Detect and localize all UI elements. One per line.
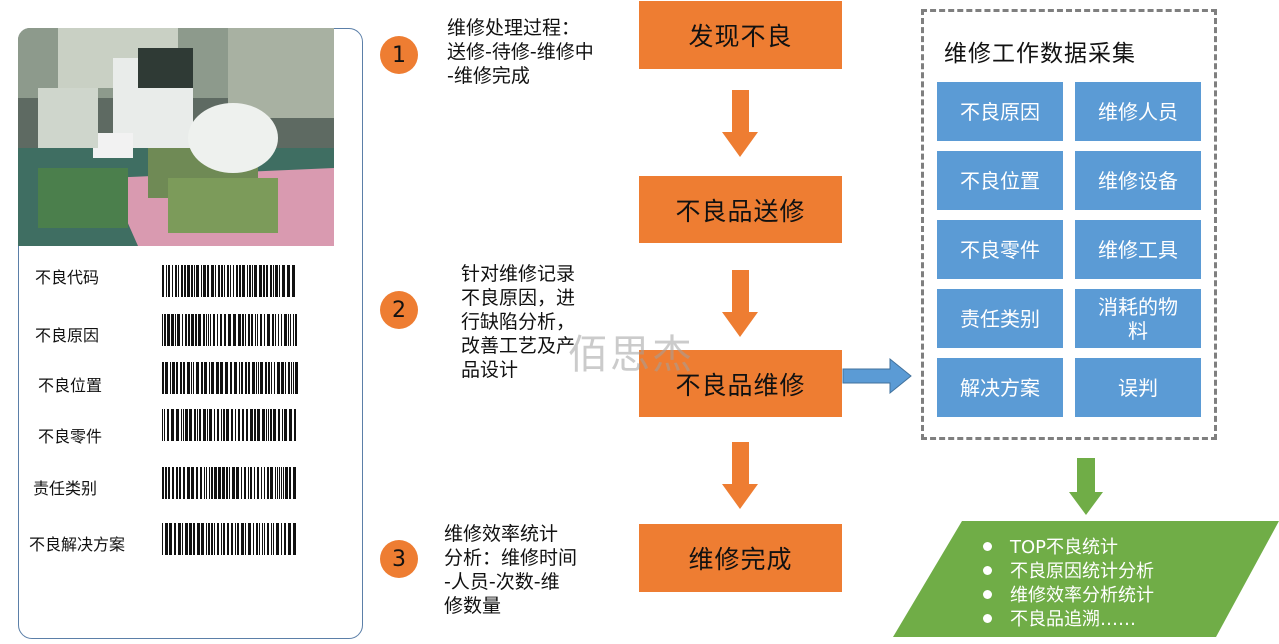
collect-cell-defect-position: 不良位置 [936, 150, 1064, 211]
flow-box-repair-done: 维修完成 [639, 524, 842, 592]
barcode-icon [162, 265, 295, 297]
barcode-icon [162, 523, 296, 555]
result-item-text: 不良原因统计分析 [1010, 561, 1154, 582]
watermark: 佰思杰 [568, 332, 694, 378]
code-label-defect-position: 不良位置 [38, 376, 103, 395]
collect-cell-repair-tools: 维修工具 [1074, 219, 1202, 280]
barcode-icon [162, 314, 297, 346]
bullet-icon [983, 541, 992, 551]
factory-photo [18, 28, 334, 246]
arrow-down-icon [1069, 458, 1103, 515]
result-item-text: 维修效率分析统计 [1010, 585, 1154, 606]
result-item: 维修效率分析统计 [983, 581, 1154, 607]
arrow-right-icon [842, 357, 912, 395]
step-1-text: 维修处理过程： 送修-待修-维修中 -维修完成 [447, 17, 594, 87]
collect-cell-repair-staff: 维修人员 [1074, 81, 1202, 142]
result-item-text: 不良品追溯…… [1010, 609, 1136, 630]
bullet-icon [983, 613, 992, 623]
code-label-solution: 不良解决方案 [29, 535, 126, 554]
result-item: TOP不良统计 [983, 533, 1118, 559]
result-item: 不良原因统计分析 [983, 557, 1154, 583]
step-1-circle: 1 [380, 36, 418, 74]
code-label-defect-code: 不良代码 [35, 268, 100, 287]
code-label-defect-reason: 不良原因 [35, 326, 100, 345]
data-collection-title: 维修工作数据采集 [944, 41, 1136, 67]
collect-cell-responsibility: 责任类别 [936, 288, 1064, 349]
collect-cell-defect-part: 不良零件 [936, 219, 1064, 280]
bullet-icon [983, 565, 992, 575]
bullet-icon [983, 589, 992, 599]
step-2-circle: 2 [380, 291, 418, 329]
collect-cell-misjudgment: 误判 [1074, 357, 1202, 418]
collect-cell-repair-equipment: 维修设备 [1074, 150, 1202, 211]
barcode-icon [162, 467, 296, 499]
collect-cell-consumables: 消耗的物 料 [1074, 288, 1202, 349]
flow-box-send-repair: 不良品送修 [639, 176, 842, 243]
arrow-down-icon [722, 90, 758, 157]
collect-cell-defect-reason: 不良原因 [936, 81, 1064, 142]
code-label-responsibility: 责任类别 [33, 479, 98, 498]
barcode-icon [162, 409, 296, 441]
arrow-down-icon [722, 270, 758, 337]
result-item-text: TOP不良统计 [1010, 537, 1119, 558]
barcode-icon [162, 362, 298, 394]
flow-box-repair: 不良品维修 [639, 350, 842, 417]
flow-box-find-defect: 发现不良 [639, 1, 842, 69]
step-2-text: 针对维修记录 不良原因，进 行缺陷分析， 改善工艺及产 品设计 [461, 263, 576, 381]
arrow-down-icon [722, 442, 758, 509]
step-3-circle: 3 [380, 540, 418, 578]
step-3-text: 维修效率统计 分析：维修时间 -人员-次数-维 修数量 [444, 523, 578, 617]
code-label-defect-part: 不良零件 [38, 427, 103, 446]
collect-cell-solution: 解决方案 [936, 357, 1064, 418]
result-item: 不良品追溯…… [983, 605, 1136, 631]
data-collection-panel [921, 9, 1217, 440]
